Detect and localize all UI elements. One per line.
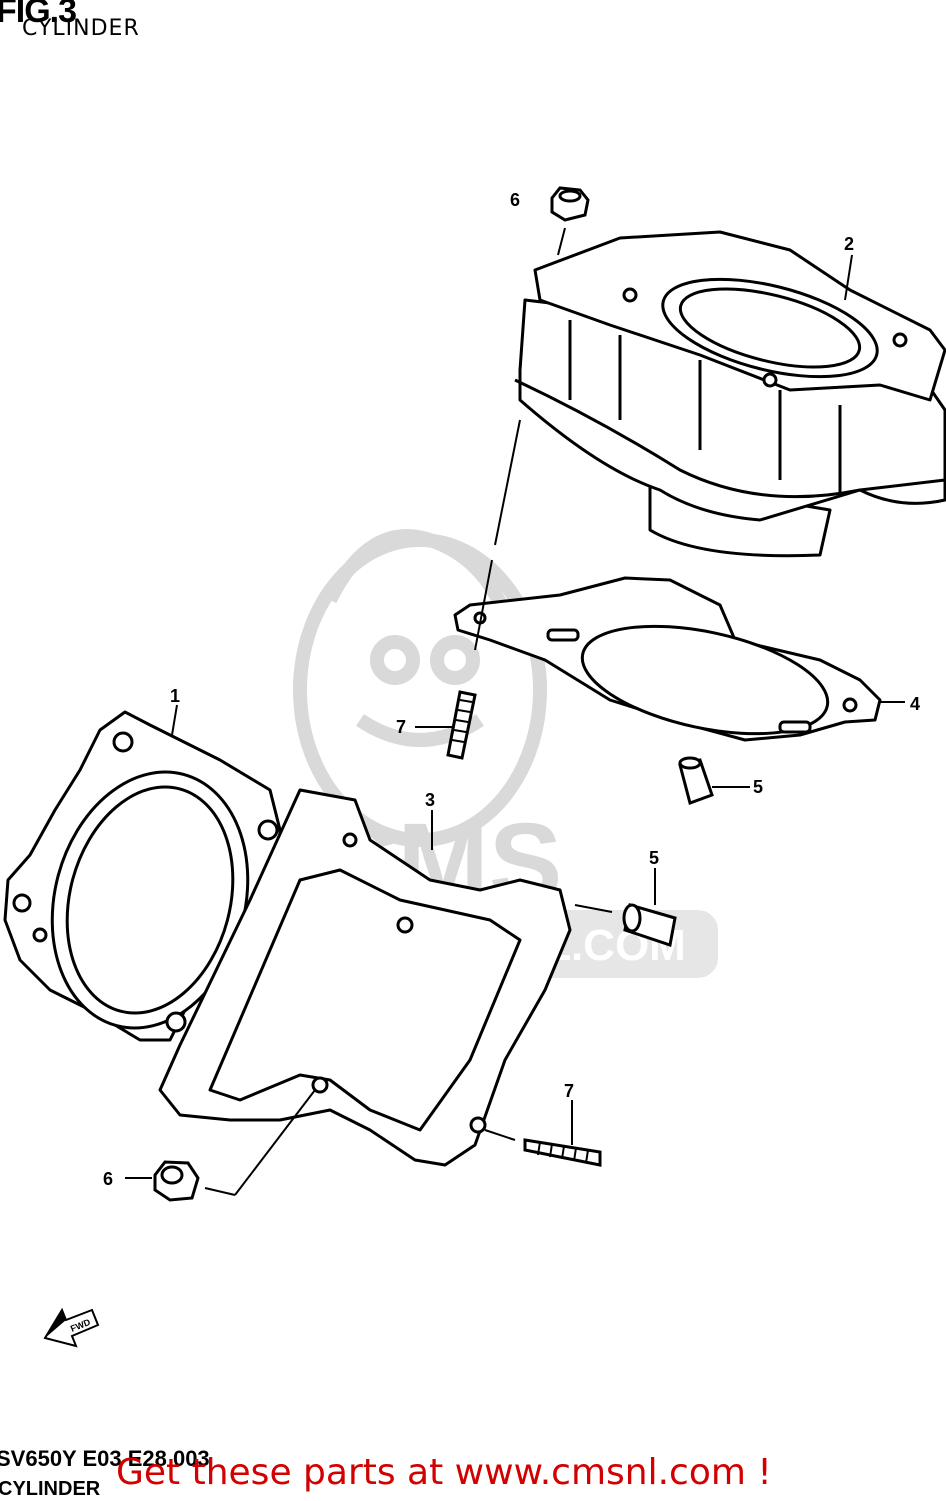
diagram-name: CYLINDER [0,1478,101,1500]
callout-5-lower: 5 [649,848,659,868]
watermark-mascot [293,529,547,847]
callout-6-upper: 6 [510,190,520,210]
dowel-pin-upper [678,756,714,805]
callout-6-lower: 6 [103,1169,113,1189]
nut-lower [153,1160,200,1202]
figure-title: FIG.3 [0,0,77,30]
stud-lower [523,1138,602,1167]
cylinder-block [514,230,946,558]
callout-2: 2 [844,234,854,254]
head-gasket [453,576,882,742]
stud-upper [446,690,477,760]
callout-1: 1 [170,686,180,706]
callout-3: 3 [425,790,435,810]
cylinder-base-gasket [3,710,282,1042]
dowel-pin-lower [622,903,677,947]
callout-5-upper: 5 [753,777,763,797]
callout-7-lower: 7 [564,1081,574,1101]
figure-subtitle: CYLINDER [22,16,140,41]
callout-4: 4 [910,694,920,714]
fwd-arrow: FWD [43,1307,100,1348]
cylinder-gasket [158,788,572,1167]
leader-lines [125,227,905,1196]
promo-link-text[interactable]: Get these parts at www.cmsnl.com ! [116,1452,772,1493]
diagram-code: SV650Y E03 E28 003 [0,1446,210,1471]
nut-upper [550,186,590,222]
callout-7-upper: 7 [396,717,406,737]
